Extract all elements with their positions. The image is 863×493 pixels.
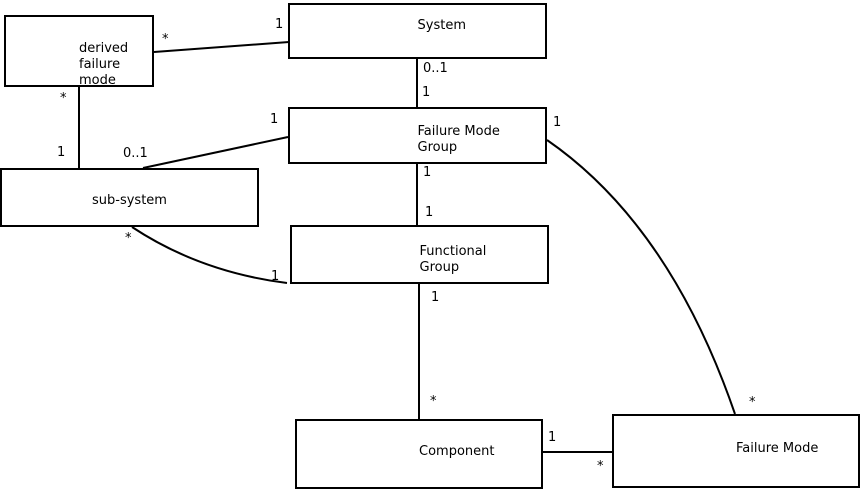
- node-label: Component: [419, 444, 495, 459]
- node-derived-failure-mode: derived failure mode: [4, 15, 154, 88]
- node-failure-mode: Failure Mode: [612, 414, 860, 488]
- multiplicity-derived-system-target: 1: [275, 17, 284, 32]
- node-label: derived failure mode: [79, 41, 129, 88]
- node-label: Failure Mode: [736, 441, 819, 456]
- multiplicity-fmg-fg-target: 1: [425, 205, 434, 220]
- multiplicity-derived-subsystem-source: *: [60, 91, 67, 106]
- multiplicity-fmg-subsystem-source: 1: [270, 112, 279, 127]
- node-label: System: [417, 18, 466, 33]
- multiplicity-fmg-fg-source: 1: [423, 165, 432, 180]
- node-functional-group: Functional Group: [290, 225, 549, 284]
- node-sub-system: sub-system: [0, 168, 259, 227]
- multiplicity-fmg-subsystem-target: 0..1: [123, 146, 148, 161]
- node-system: System: [288, 3, 547, 59]
- node-label: Functional Group: [419, 244, 487, 275]
- edge-fmg-subsystem: [142, 136, 289, 169]
- multiplicity-fmg-fm-source: 1: [553, 115, 562, 130]
- multiplicity-system-fmg-target: 1: [422, 85, 431, 100]
- multiplicity-fg-component-target: *: [430, 394, 437, 409]
- multiplicity-derived-system-source: *: [162, 32, 169, 47]
- node-component: Component: [295, 419, 543, 489]
- edge-derived-system: [153, 41, 290, 53]
- multiplicity-derived-subsystem-target: 1: [57, 145, 66, 160]
- node-failure-mode-group: Failure Mode Group: [288, 107, 547, 164]
- multiplicity-subsystem-fg-source: *: [125, 231, 132, 246]
- multiplicity-component-fm-target: *: [597, 459, 604, 474]
- multiplicity-component-fm-source: 1: [548, 430, 557, 445]
- edge-subsystem-fg: [131, 226, 288, 284]
- multiplicity-fmg-fm-target: *: [749, 395, 756, 410]
- multiplicity-fg-component-source: 1: [431, 290, 440, 305]
- node-label: sub-system: [92, 193, 167, 208]
- edge-fmg-fm: [546, 139, 736, 415]
- multiplicity-subsystem-fg-target: 1: [271, 269, 280, 284]
- node-label: Failure Mode Group: [417, 124, 500, 155]
- multiplicity-system-fmg-source: 0..1: [423, 61, 448, 76]
